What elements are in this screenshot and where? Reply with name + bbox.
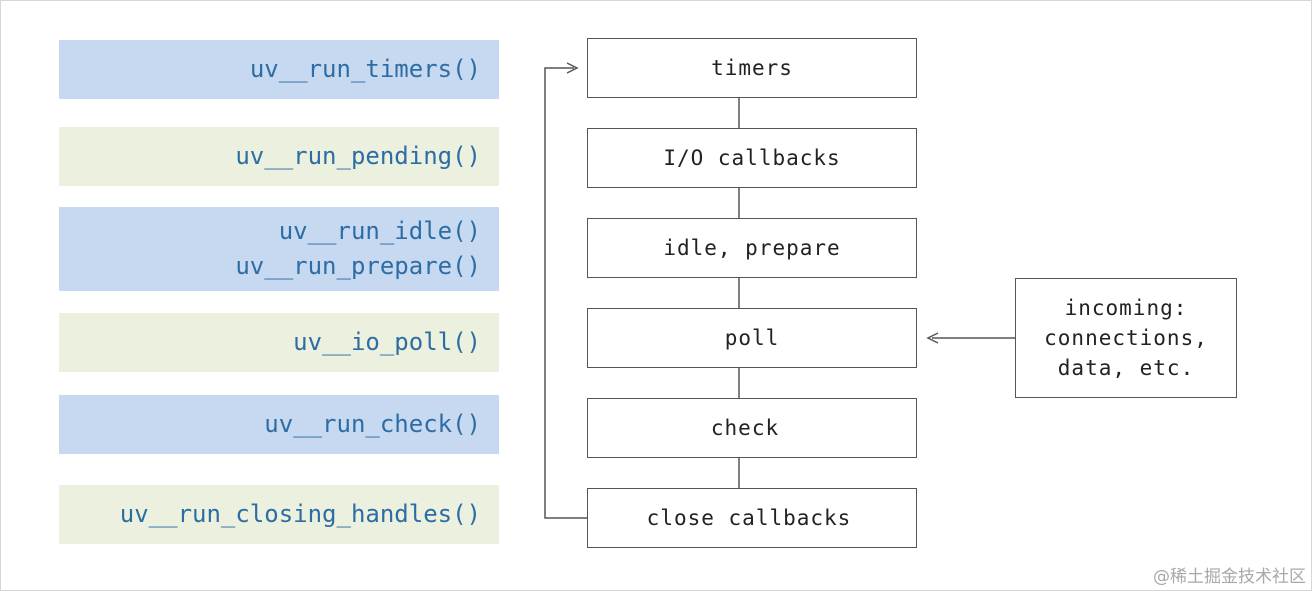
phase-close-callbacks: close callbacks [587,488,917,548]
phase-label: idle, prepare [663,236,841,260]
function-run-pending: uv__run_pending() [59,127,499,186]
function-run-timers: uv__run_timers() [59,40,499,99]
phase-label: poll [724,326,780,350]
incoming-box: incoming: connections, data, etc. [1015,278,1237,398]
phase-label: timers [711,56,793,80]
function-run-closing-handles: uv__run_closing_handles() [59,485,499,544]
function-label: uv__run_timers() [249,55,481,83]
phase-io-callbacks: I/O callbacks [587,128,917,188]
phase-check: check [587,398,917,458]
phase-label: check [710,416,780,440]
loop-back-line [544,67,587,519]
function-label: uv__run_check() [264,410,481,438]
function-label: uv__run_closing_handles() [119,500,481,528]
function-run-idle-prepare: uv__run_idle() uv__run_prepare() [59,207,499,291]
incoming-arrowhead [926,332,939,344]
function-label: uv__io_poll() [293,328,481,356]
function-label: uv__run_prepare() [235,252,481,280]
phase-label: I/O callbacks [663,146,841,170]
function-run-check: uv__run_check() [59,395,499,454]
phase-timers: timers [587,38,917,98]
watermark: @稀土掘金技术社区 [1153,567,1306,587]
function-label: uv__run_pending() [235,142,481,170]
function-io-poll: uv__io_poll() [59,313,499,372]
phase-poll: poll [587,308,917,368]
phase-idle-prepare: idle, prepare [587,218,917,278]
incoming-label: data, etc. [1057,356,1195,380]
function-label: uv__run_idle() [278,217,481,245]
phase-label: close callbacks [646,506,852,530]
incoming-label: incoming: [1064,296,1188,320]
incoming-label: connections, [1044,326,1208,350]
loop-back-arrowhead [566,62,579,74]
